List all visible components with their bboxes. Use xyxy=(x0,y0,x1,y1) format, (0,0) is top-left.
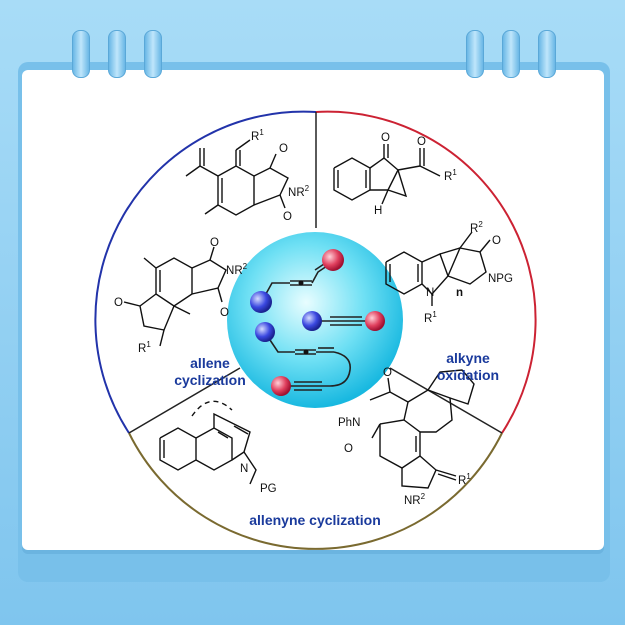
hydrogen-label: H xyxy=(374,205,382,217)
binder-ring-icon xyxy=(466,30,484,78)
r1-label: R1 xyxy=(138,340,151,355)
red-ball xyxy=(365,311,385,331)
oxygen-label: O xyxy=(210,237,219,249)
oxygen-label: O xyxy=(344,443,353,455)
oxygen-label: O xyxy=(492,235,501,247)
binder-ring-icon xyxy=(144,30,162,78)
allenyne-product-structure-1 xyxy=(159,400,257,485)
oxygen-label: O xyxy=(383,367,392,379)
nitrogen-label: N xyxy=(426,287,434,299)
binder-ring-icon xyxy=(72,30,90,78)
allenyne-sector-arc xyxy=(128,432,503,550)
r1-label: R1 xyxy=(444,168,457,183)
allenyne-cyclization-label: allenyne cyclization xyxy=(230,512,400,529)
blue-ball xyxy=(302,311,322,331)
nr2-label: NR2 xyxy=(226,262,248,277)
binder-ring-icon xyxy=(502,30,520,78)
nr2-label: NR2 xyxy=(404,492,426,507)
allene-label-line1: allene xyxy=(190,355,230,371)
phn-label: PhN xyxy=(338,417,360,429)
r1-label: R1 xyxy=(458,472,471,487)
blue-ball xyxy=(250,291,272,313)
allene-cyclization-label: allene cyclization xyxy=(150,355,270,389)
alkyne-label-line2: oxidation xyxy=(436,367,500,383)
r2-label: R2 xyxy=(470,220,483,235)
oxygen-label: O xyxy=(114,297,123,309)
oxygen-label: O xyxy=(381,132,390,144)
binder-ring-icon xyxy=(108,30,126,78)
alkyne-sector-arc xyxy=(315,110,537,434)
allene-label-line2: cyclization xyxy=(174,372,246,388)
npg-label: NPG xyxy=(488,273,513,285)
allene-product-structure-1 xyxy=(185,139,289,216)
allenyne-substrate-icon xyxy=(265,333,351,391)
r1-label: R1 xyxy=(424,310,437,325)
divider-right xyxy=(389,367,503,434)
oxygen-label: O xyxy=(279,143,288,155)
blue-ball xyxy=(255,322,275,342)
oxygen-label: O xyxy=(220,307,229,319)
pg-label: PG xyxy=(260,483,277,495)
divider-left xyxy=(128,367,241,434)
oxygen-label: O xyxy=(417,136,426,148)
nitrogen-label: N xyxy=(240,463,248,475)
allene-sector-arc xyxy=(94,110,317,434)
n-label: n xyxy=(456,287,463,299)
alkyne-label-line1: alkyne xyxy=(446,350,490,366)
allenyne-label-text: allenyne cyclization xyxy=(249,512,381,528)
alkyne-product-structure-1 xyxy=(333,144,441,205)
oxygen-label: O xyxy=(283,211,292,223)
r1-label: R1 xyxy=(251,128,264,143)
red-ball xyxy=(322,249,344,271)
binder-ring-icon xyxy=(538,30,556,78)
alkyne-oxidation-label: alkyne oxidation xyxy=(418,350,518,384)
red-ball xyxy=(271,376,291,396)
allene-product-structure-2 xyxy=(123,246,227,347)
alkyne-product-structure-2 xyxy=(385,231,491,306)
allenyne-product-structure-2 xyxy=(369,369,475,489)
alkyne-substrate-icon xyxy=(320,316,370,326)
nr2-label: NR2 xyxy=(288,184,310,199)
